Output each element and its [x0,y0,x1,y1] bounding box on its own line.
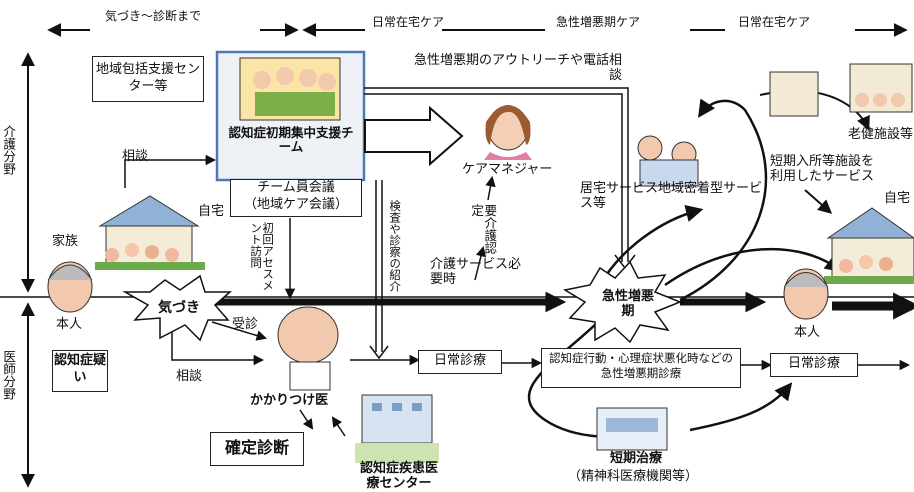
patient-right-label: 本人 [794,325,821,340]
acute-exam-box: 認知症行動・心理症状悪化時などの急性増悪期診療 [541,348,741,388]
team-meeting-box: チーム員会議 （地域ケア会議） [230,179,362,217]
care-manager-icon [484,105,532,160]
care-field-label: 介護分野 [1,125,17,175]
short-treatment-label: 短期治療 [610,451,663,466]
home-right-label: 自宅 [884,191,911,206]
doctor-icon [277,306,339,391]
house-right-icon [824,207,914,284]
team-to-care-manager-arrow [364,105,464,167]
suspected-dementia-box: 認知症疑い [52,350,108,392]
dementia-center-label: 認知症疾患医療センター [359,461,438,491]
team-meeting-title: チーム員会議 [257,180,335,195]
support-team-label: 認知症初期集中支援チーム [228,125,354,155]
patient-right-avatar-icon [783,268,829,320]
acute-star [562,260,683,344]
house-left-icon [95,195,205,270]
regional-support-center-box: 地域包括支援センター等 [92,56,204,102]
team-meeting-subtitle: （地域ケア会議） [243,196,348,212]
home-service-staff-icon [637,135,699,187]
patient-left-label: 本人 [56,317,83,332]
psychiatric-facility-icon [596,407,668,451]
referral-label: 検査や診察の紹介 [388,200,403,292]
acute-star-label: 急性増悪期 [601,289,654,319]
outreach-label: 急性増悪期のアウトリーチや電話相談 [413,53,622,83]
phase-label-1: 気づき～診断まで [105,9,202,23]
family-avatar-icon [47,261,93,313]
phase-label-2: 日常在宅ケア [372,15,445,29]
final-diagnosis-box: 確定診断 [210,432,304,466]
team-people-icon [239,57,341,121]
nursing-facility-icon [769,63,913,117]
care-certification-label: 要介護認定 [469,204,498,254]
care-manager-label: ケアマネジャー [462,162,553,177]
psychiatric-institution-label: （精神科医療機関等） [568,469,699,484]
phase-label-4: 日常在宅ケア [738,15,811,29]
family-label: 家族 [52,234,79,249]
routine-exam-box-1: 日常診療 [418,350,502,374]
elderly-facility-label: 老健施設等 [848,127,914,142]
medical-center-icon [355,394,439,463]
visit-label: 受診 [232,317,259,332]
notice-star [122,274,233,342]
consult-bottom-label: 相談 [176,369,203,384]
assessment-visit-label: 初回アセスメント訪問 [249,222,276,291]
consult-top-label: 相談 [122,149,149,164]
routine-exam-box-2: 日常診療 [770,353,858,377]
short-stay-label: 短期入所等施設を利用したサービス [770,154,875,184]
care-needed-label: 介護サービス必要時 [430,257,522,287]
family-doctor-label: かかりつけ医 [250,393,329,408]
medical-field-label: 医師分野 [1,350,17,400]
home-left-label: 自宅 [198,204,225,219]
phase-label-3: 急性増悪期ケア [556,15,641,29]
notice-star-label: 気づき [158,300,200,316]
home-services-label: 居宅サービス地域密着型サービス等 [580,181,763,211]
